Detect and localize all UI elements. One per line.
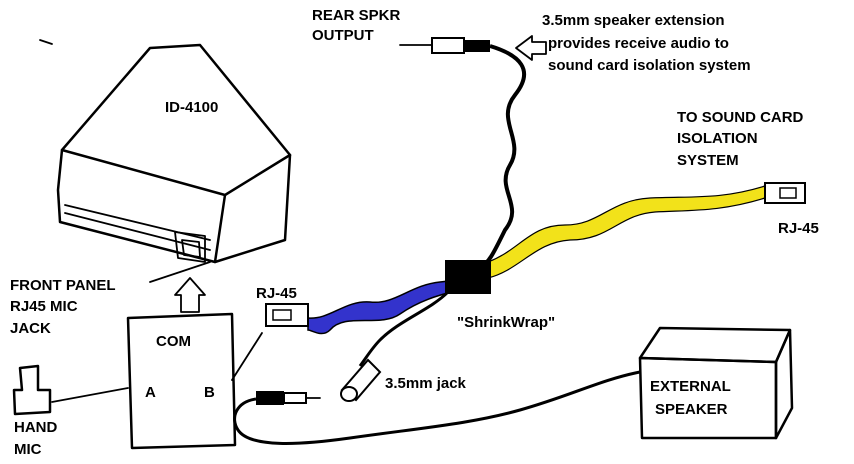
front-panel-label-3: JACK: [10, 320, 51, 337]
com-box: [126, 312, 237, 450]
hand-mic-label-2: MIC: [14, 441, 42, 458]
radio-model-label: ID-4100: [165, 99, 218, 116]
port-a-label: A: [145, 384, 156, 401]
rear-speaker-cable: [399, 37, 527, 270]
hand-mic: [12, 364, 129, 416]
extension-label-2: provides receive audio to: [548, 35, 729, 52]
rj45-left-connector: [265, 303, 309, 327]
external-speaker-cable: [233, 370, 641, 445]
left-arrow: [515, 35, 547, 61]
jack-35mm: [340, 290, 450, 402]
front-panel-label-2: RJ45 MIC: [10, 298, 78, 315]
up-arrow: [174, 277, 206, 313]
rear-spkr-label-1: REAR SPKR: [312, 7, 401, 24]
port-b-label: B: [204, 384, 215, 401]
to-sound-label-2: ISOLATION: [677, 130, 758, 147]
shrinkwrap-label: "ShrinkWrap": [457, 314, 555, 331]
external-speaker-label-1: EXTERNAL: [650, 378, 731, 395]
front-panel-label-1: FRONT PANEL: [10, 277, 116, 294]
to-sound-label-3: SYSTEM: [677, 152, 739, 169]
front-panel-pointer: [149, 261, 211, 283]
external-speaker-label-2: SPEAKER: [655, 401, 728, 418]
shrinkwrap-block: [445, 260, 491, 294]
jack-35-label: 3.5mm jack: [385, 375, 467, 392]
b-to-rj45-line: [231, 332, 263, 381]
yellow-cable: [487, 185, 766, 279]
rj45-right-connector: [764, 182, 806, 204]
rj45-left-label: RJ-45: [256, 285, 297, 302]
radio-id4100: [39, 39, 292, 264]
external-speaker-box: [638, 326, 794, 440]
blue-cable: [307, 276, 459, 335]
com-label: COM: [156, 333, 191, 350]
extension-label-3: sound card isolation system: [548, 57, 751, 74]
hand-mic-label-1: HAND: [14, 419, 57, 436]
rj45-right-label: RJ-45: [778, 220, 819, 237]
to-sound-label-1: TO SOUND CARD: [677, 109, 804, 126]
extension-label-1: 3.5mm speaker extension: [542, 12, 725, 29]
rear-spkr-label-2: OUTPUT: [312, 27, 374, 44]
